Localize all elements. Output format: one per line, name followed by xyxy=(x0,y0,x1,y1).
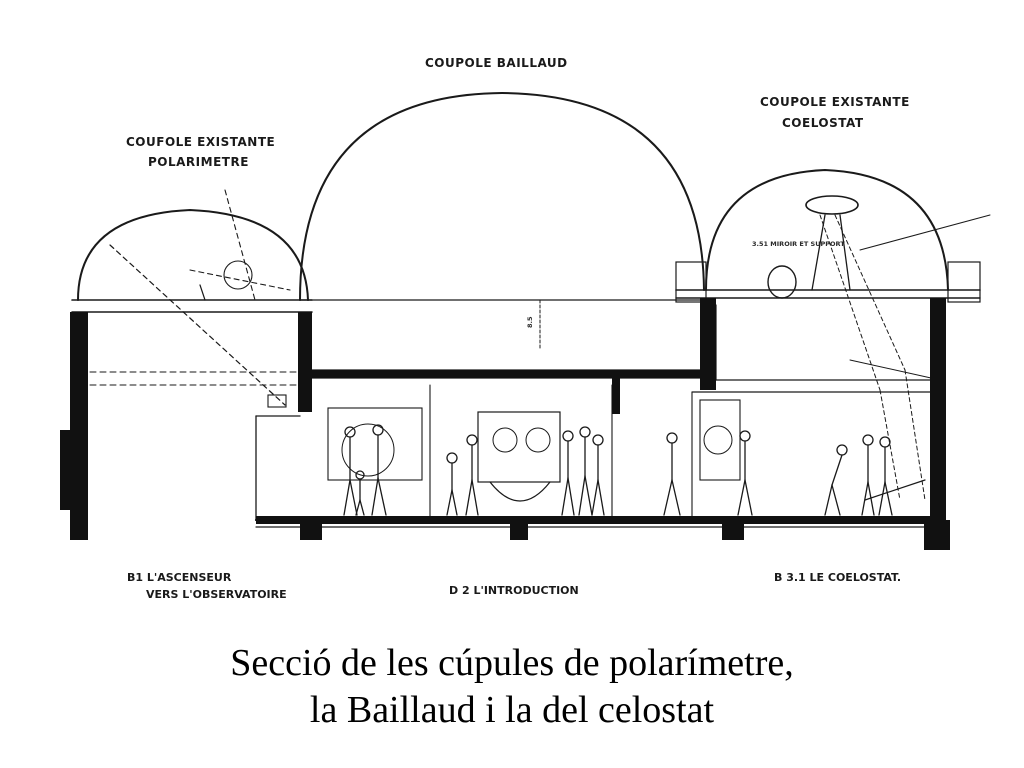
observatory-section-drawing: COUPOLE BAILLAUD COUFOLE EXISTANTE POLAR… xyxy=(60,56,991,601)
solid-walls xyxy=(60,298,950,550)
floor-label-introduction: D 2 L'INTRODUCTION xyxy=(449,584,579,597)
caption-line-2: la Baillaud i la del celostat xyxy=(309,689,715,731)
floor-label-elevator-line2: VERS L'OBSERVATOIRE xyxy=(146,588,287,601)
dome-label-polarimetre-line2: POLARIMETRE xyxy=(148,155,249,169)
dome-label-coelostat-line1: COUPOLE EXISTANTE xyxy=(760,95,910,109)
level-8-5-label: 8.5 xyxy=(526,316,534,328)
dome-label-baillaud: COUPOLE BAILLAUD xyxy=(425,56,568,70)
floor-label-elevator-line1: B1 L'ASCENSEUR xyxy=(127,571,232,584)
polarimetre-dome xyxy=(71,189,313,408)
people-figures xyxy=(343,424,893,516)
slide-caption: Secció de les cúpules de polarímetre, la… xyxy=(0,640,1024,734)
coelostat-dome xyxy=(675,168,991,501)
dome-label-polarimetre-line1: COUFOLE EXISTANTE xyxy=(126,135,275,149)
caption-line-1: Secció de les cúpules de polarímetre, xyxy=(230,642,794,684)
dome-label-coelostat-line2: COELOSTAT xyxy=(782,116,864,130)
baillaud-dome xyxy=(299,91,709,379)
mirror-support-label: 3.51 MIROIR ET SUPPORT xyxy=(752,240,845,248)
floor-label-coelostat: B 3.1 LE COELOSTAT. xyxy=(774,571,901,584)
